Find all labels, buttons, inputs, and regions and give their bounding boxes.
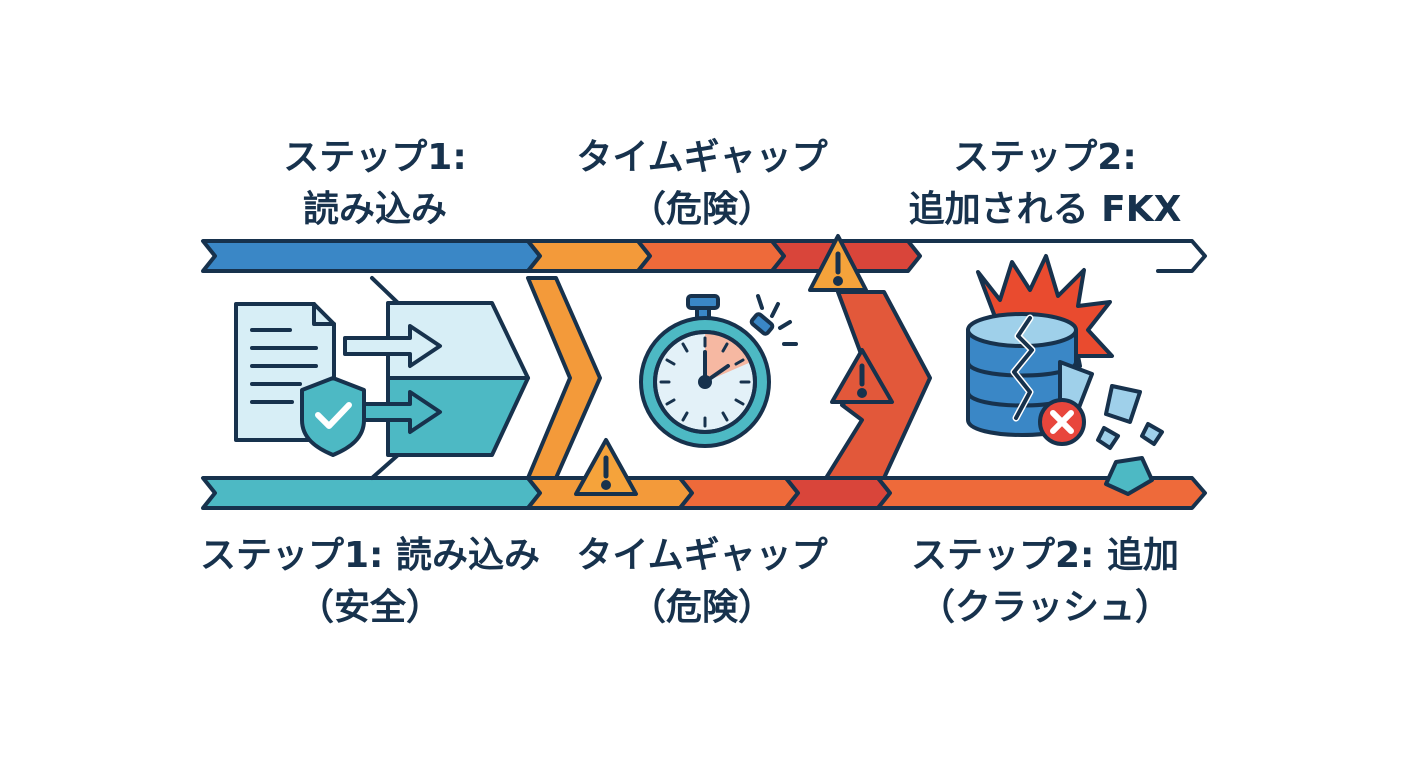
bottom-label-gap: タイムギャップ （危険）: [552, 530, 852, 634]
document-text-lines: [250, 328, 318, 404]
top-band-outline-end: [906, 239, 1207, 273]
top-label-gap-line2: （危険）: [629, 189, 774, 230]
stopwatch-motion-lines: [756, 294, 798, 346]
bottom-label-step1: ステップ1: 読み込み （安全）: [190, 530, 550, 634]
top-label-step1-line2: 読み込み: [302, 189, 447, 230]
bottom-band-segment-teal: [201, 476, 542, 510]
bottom-label-gap-line1: タイムギャップ: [576, 535, 828, 576]
fragment-4: [1140, 422, 1164, 446]
fragment-3: [1096, 426, 1120, 450]
bottom-label-step2: ステップ2: 追加 （クラッシュ）: [885, 530, 1205, 634]
fragment-2: [1104, 384, 1142, 424]
explosion-burst: [976, 254, 1114, 368]
bottom-band-segment-red: [784, 476, 892, 510]
top-label-step1-line1: ステップ1:: [283, 137, 467, 178]
top-label-step1: ステップ1: 読み込み: [225, 132, 525, 236]
warning-icon-top: [808, 234, 868, 292]
top-label-step2-line2: 追加される FKX: [908, 189, 1182, 230]
bottom-label-step1-line1: ステップ1: 読み込み: [200, 535, 540, 576]
bottom-label-gap-line2: （危険）: [629, 587, 774, 628]
top-band-segment-orange-red: [636, 239, 786, 273]
bottom-band: [201, 476, 1207, 510]
stopwatch-icon: [639, 294, 798, 448]
top-label-step2: ステップ2: 追加される FKX: [890, 132, 1200, 236]
stopwatch-face-outline: [653, 330, 757, 434]
top-band-segment-blue: [201, 239, 542, 273]
document-fold: [312, 302, 336, 326]
load-box-bottom: [386, 376, 530, 457]
bottom-label-step2-line1: ステップ2: 追加: [911, 535, 1179, 576]
x-icon: [1050, 410, 1074, 434]
arrow-right-icon-lower: [358, 390, 442, 434]
arrow-right-icon: [343, 324, 442, 368]
box-outline-lines: [370, 276, 400, 480]
fragment-5: [1104, 456, 1154, 496]
database-crash-illustration: [966, 254, 1164, 496]
top-label-gap: タイムギャップ （危険）: [552, 132, 852, 236]
check-icon: [315, 402, 352, 429]
stopwatch-center: [698, 375, 712, 389]
stopwatch-side-button: [749, 312, 775, 336]
top-band: [201, 239, 1207, 273]
bottom-label-step1-line2: （安全）: [297, 587, 442, 628]
warning-icon-middle: [830, 348, 894, 404]
bottom-band-segment-end: [876, 476, 1207, 510]
shield-icon: [300, 376, 366, 457]
bottom-label-step2-line2: （クラッシュ）: [918, 587, 1171, 628]
orange-chevron-connector: [526, 276, 602, 480]
top-band-segment-orange: [526, 239, 652, 273]
stopwatch-elapsed-sector: [705, 331, 751, 382]
top-label-step2-line1: ステップ2:: [953, 137, 1137, 178]
database-crack-outline: [1012, 316, 1034, 420]
bottom-band-segment-orange-red: [678, 476, 800, 510]
step1-illustration: [234, 276, 530, 480]
top-label-gap-line1: タイムギャップ: [576, 137, 828, 178]
warning-icon-bottom: [574, 438, 638, 496]
stopwatch-ticks: [659, 336, 751, 428]
